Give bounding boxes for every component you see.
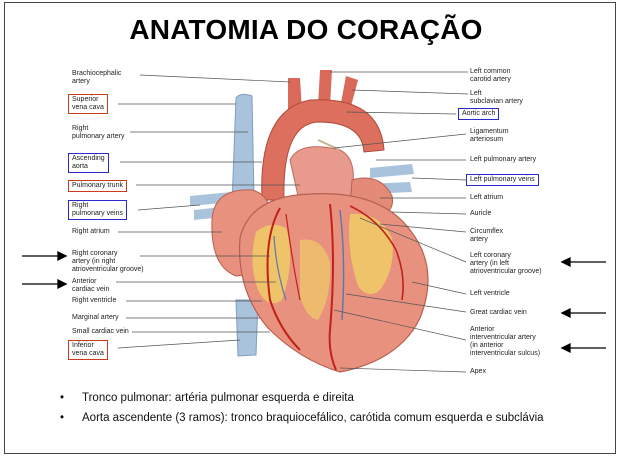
label-small-cardiac-vein: Small cardiac vein <box>72 328 129 335</box>
label-apex: Apex <box>470 368 486 375</box>
bullet-text: Aorta ascendente (3 ramos): tronco braqu… <box>82 412 544 424</box>
label-superior-vena-cava: Superior vena cava <box>68 94 108 114</box>
label-right-atrium: Right atrium <box>72 228 110 235</box>
bullet-dot: • <box>60 392 65 404</box>
label-left-pulmonary-artery: Left pulmonary artery <box>470 156 537 163</box>
bullet-dot: • <box>60 412 65 424</box>
label-anterior-interventricular-artery: Anterior interventricular artery (in ant… <box>470 326 541 357</box>
label-anterior-cardiac-vein: Anterior cardiac vein <box>72 278 110 293</box>
label-ascending-aorta: Ascending aorta <box>68 153 109 173</box>
label-circumflex-artery: Circumflex artery <box>470 228 504 243</box>
label-marginal-artery: Marginal artery <box>72 314 119 321</box>
label-left-coronary-artery: Left coronary artery (in left atrioventr… <box>470 252 542 275</box>
label-ligamentum-arteriosum: Ligamentum arteriosum <box>470 128 509 143</box>
bullet-text: Tronco pulmonar: artéria pulmonar esquer… <box>82 392 354 404</box>
label-great-cardiac-vein: Great cardiac vein <box>470 309 527 316</box>
label-left-common-carotid-artery: Left common carotid artery <box>470 68 511 83</box>
label-right-pulmonary-artery: Right pulmonary artery <box>72 125 125 140</box>
bullet-list: • Tronco pulmonar: artéria pulmonar esqu… <box>60 390 600 427</box>
label-left-pulmonary-veins: Left pulmonary veins <box>466 174 539 186</box>
label-aortic-arch: Aortic arch <box>458 108 500 120</box>
label-right-coronary-artery: Right coronary artery (in right atrioven… <box>72 250 144 273</box>
label-left-ventricle: Left ventricle <box>470 290 510 297</box>
bullet-item: • Aorta ascendente (3 ramos): tronco bra… <box>60 410 600 427</box>
label-left-atrium: Left atrium <box>470 194 504 201</box>
label-auricle: Auricle <box>470 210 492 217</box>
label-right-pulmonary-veins: Right pulmonary veins <box>68 200 127 220</box>
label-right-ventricle: Right ventricle <box>72 297 117 304</box>
label-brachiocephalic-artery: Brachiocephalic artery <box>72 70 122 85</box>
slide-title: ANATOMIA DO CORAÇÃO <box>129 14 483 45</box>
label-inferior-vena-cava: Inferior vena cava <box>68 340 108 360</box>
label-pulmonary-trunk: Pulmonary trunk <box>68 180 127 192</box>
bullet-item: • Tronco pulmonar: artéria pulmonar esqu… <box>60 390 600 407</box>
label-left-subclavian-artery: Left subclavian artery <box>470 90 523 105</box>
